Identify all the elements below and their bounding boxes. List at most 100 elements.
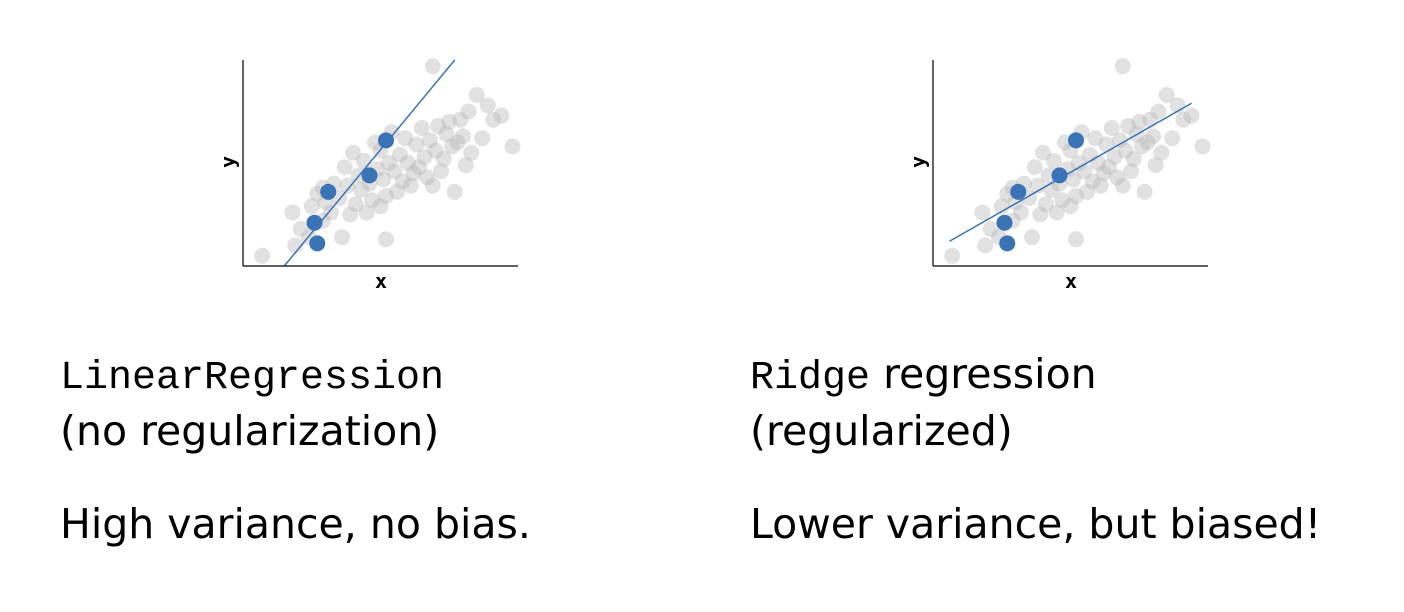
background-point <box>1147 157 1164 174</box>
background-point <box>1150 103 1167 120</box>
background-point <box>386 163 403 180</box>
background-point <box>353 181 370 198</box>
background-point <box>397 130 414 147</box>
fit-line <box>283 59 456 267</box>
background-point <box>342 206 359 223</box>
background-point <box>1125 150 1142 167</box>
left-verdict: High variance, no bias. <box>60 500 531 548</box>
left-caption: LinearRegression (no regularization) <box>60 348 444 457</box>
regression-word: regression <box>870 350 1097 398</box>
background-point <box>427 142 444 159</box>
background-point <box>435 150 452 167</box>
background-point <box>1109 169 1126 186</box>
linear-regression-name: LinearRegression <box>60 356 445 401</box>
background-point <box>389 183 405 200</box>
training-points <box>996 132 1084 252</box>
background-point <box>944 247 961 264</box>
ridge-regression-plot: x y <box>906 58 1211 293</box>
background-point <box>1013 204 1029 221</box>
training-point <box>320 183 337 200</box>
background-point <box>411 159 427 176</box>
background-point <box>1040 167 1057 184</box>
background-point <box>1068 231 1084 248</box>
background-point <box>1106 148 1123 165</box>
right-panel: x y Ridge regression (regularized) Lower… <box>690 0 1392 612</box>
background-point <box>1153 144 1170 161</box>
background-point <box>323 204 339 221</box>
background-point <box>977 237 994 254</box>
background-point <box>1024 229 1040 246</box>
background-point <box>347 196 364 213</box>
background-point <box>1035 144 1051 161</box>
background-point <box>1032 206 1049 223</box>
background-point <box>424 58 441 75</box>
background-point <box>1026 159 1043 176</box>
background-points <box>944 58 1211 264</box>
background-point <box>993 198 1010 215</box>
background-point <box>1103 119 1120 136</box>
background-point <box>303 198 320 215</box>
training-point <box>999 235 1016 252</box>
ridge-name: Ridge <box>750 356 871 401</box>
background-point <box>1068 187 1084 204</box>
background-point <box>441 113 458 130</box>
background-point <box>974 204 991 221</box>
background-point <box>284 204 301 221</box>
left-caption-sub: (no regularization) <box>60 407 440 455</box>
background-point <box>1054 192 1071 209</box>
background-point <box>1098 136 1115 153</box>
background-point <box>422 132 438 149</box>
background-point <box>1112 132 1128 149</box>
background-point <box>1131 113 1148 130</box>
x-axis-label: x <box>1065 269 1077 293</box>
background-point <box>1087 130 1104 147</box>
background-point <box>1114 58 1131 75</box>
background-point <box>416 148 433 165</box>
training-point <box>1068 132 1084 149</box>
background-point <box>1117 142 1134 159</box>
background-point <box>356 152 372 169</box>
background-point <box>444 138 460 155</box>
training-points <box>306 132 394 252</box>
background-point <box>372 198 389 215</box>
background-point <box>358 204 375 221</box>
background-point <box>1175 111 1192 128</box>
background-point <box>457 157 474 174</box>
background-point <box>485 111 502 128</box>
background-point <box>287 237 304 254</box>
background-point <box>1092 177 1109 194</box>
fit-line <box>949 102 1192 242</box>
background-point <box>1048 204 1065 221</box>
background-point <box>463 144 480 161</box>
background-point <box>380 155 397 171</box>
linear-regression-plot: x y <box>216 58 521 293</box>
background-point <box>378 187 394 204</box>
x-axis-label: x <box>375 269 387 293</box>
background-point <box>419 169 436 186</box>
training-point <box>361 167 378 184</box>
background-point <box>1145 128 1161 145</box>
background-point <box>504 138 521 155</box>
background-point <box>336 159 353 176</box>
training-point <box>1051 167 1068 184</box>
background-point <box>1046 152 1062 169</box>
background-point <box>339 177 356 194</box>
background-point <box>408 136 425 153</box>
background-point <box>1158 87 1175 104</box>
background-point <box>334 229 350 246</box>
background-point <box>1194 138 1211 155</box>
background-point <box>375 171 392 188</box>
background-point <box>1139 134 1156 151</box>
background-point <box>1136 183 1153 200</box>
background-point <box>1134 138 1150 155</box>
background-points <box>254 58 521 264</box>
background-point <box>364 192 381 209</box>
background-point <box>402 177 419 194</box>
background-point <box>982 220 999 237</box>
background-point <box>405 165 422 182</box>
background-point <box>424 177 441 194</box>
background-point <box>1037 196 1054 213</box>
background-point <box>460 103 477 120</box>
background-point <box>493 107 510 124</box>
background-point <box>1164 130 1181 147</box>
